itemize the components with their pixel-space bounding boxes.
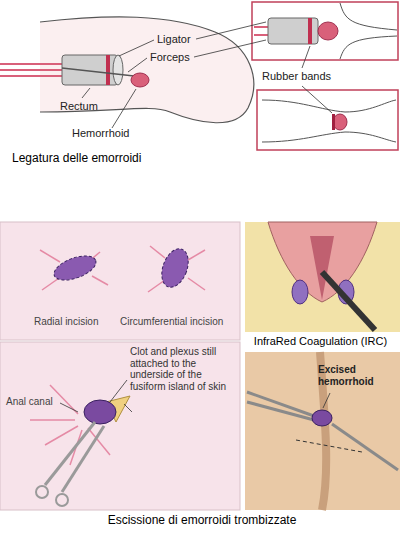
ligator-strand bbox=[254, 34, 268, 36]
part-label: Excised hemorrhoid bbox=[318, 364, 380, 387]
skin-photo bbox=[245, 352, 400, 510]
ligator-body bbox=[62, 55, 118, 85]
rectal-wall bbox=[262, 132, 396, 142]
ligator-end bbox=[113, 55, 123, 85]
forceps bbox=[332, 424, 398, 470]
part-label: Rubber bands bbox=[262, 70, 331, 83]
ligator-strand bbox=[0, 63, 62, 65]
rubber-band bbox=[332, 114, 335, 130]
leader-line bbox=[112, 89, 136, 128]
hemorrhoid bbox=[131, 73, 149, 87]
anatomy-panel bbox=[245, 222, 400, 332]
leader-line bbox=[60, 403, 78, 412]
figure-caption: InfraRed Coagulation (IRC) bbox=[243, 335, 398, 348]
hemorrhoid bbox=[333, 114, 347, 130]
leader-line bbox=[302, 86, 332, 113]
infrared-probe bbox=[322, 272, 375, 330]
skin-panel bbox=[0, 222, 240, 340]
skin-panel bbox=[0, 342, 240, 510]
ligator-strand bbox=[254, 26, 268, 28]
forceps bbox=[62, 68, 134, 76]
anal-canal bbox=[268, 222, 377, 302]
panel-label: Anal canal bbox=[6, 396, 53, 408]
hemorrhoid bbox=[318, 22, 338, 40]
inset-frame bbox=[252, 2, 398, 60]
leader-line bbox=[124, 404, 132, 412]
leader-line bbox=[302, 46, 310, 68]
part-label: Hemorrhoid bbox=[72, 127, 129, 140]
rectal-wall bbox=[340, 36, 397, 59]
part-label: Forceps bbox=[150, 51, 190, 64]
thrombosed-hemorrhoid bbox=[157, 245, 193, 291]
annotation: Clot and plexus still attached to the un… bbox=[130, 346, 234, 392]
leader-line bbox=[196, 22, 266, 39]
forceps-ring bbox=[36, 486, 48, 498]
rectal-wall bbox=[340, 3, 397, 30]
figure-caption: Escissione di emorroidi trombizzate bbox=[2, 514, 400, 528]
thrombosed-hemorrhoid bbox=[51, 251, 99, 285]
forceps bbox=[247, 402, 314, 420]
figure-caption: Legatura delle emorroidi bbox=[12, 152, 141, 166]
rubber-band bbox=[308, 18, 312, 44]
incision-line bbox=[296, 440, 362, 452]
ligator-strand bbox=[0, 75, 62, 77]
forceps bbox=[62, 426, 104, 492]
leader-line bbox=[119, 40, 154, 56]
leader-line bbox=[82, 88, 90, 98]
canal-lumen bbox=[310, 236, 334, 300]
ligator-strand bbox=[0, 69, 62, 71]
inset-frame bbox=[257, 90, 398, 150]
skin-folds bbox=[40, 246, 205, 292]
clot bbox=[84, 400, 116, 424]
rubber-band bbox=[106, 55, 110, 85]
panel-label: Radial incision bbox=[34, 316, 98, 328]
hemorrhoid bbox=[312, 410, 332, 426]
part-label: Rectum bbox=[60, 100, 98, 113]
leader-line bbox=[323, 393, 330, 408]
leader-line bbox=[110, 380, 127, 402]
panel-label: Circumferential incision bbox=[120, 316, 223, 328]
leader-line bbox=[128, 58, 147, 72]
leader-line bbox=[194, 40, 266, 57]
forceps-ring bbox=[56, 494, 68, 506]
hemorrhoid bbox=[292, 280, 308, 304]
part-label: Ligator bbox=[157, 33, 191, 46]
ligator-body bbox=[268, 18, 318, 44]
